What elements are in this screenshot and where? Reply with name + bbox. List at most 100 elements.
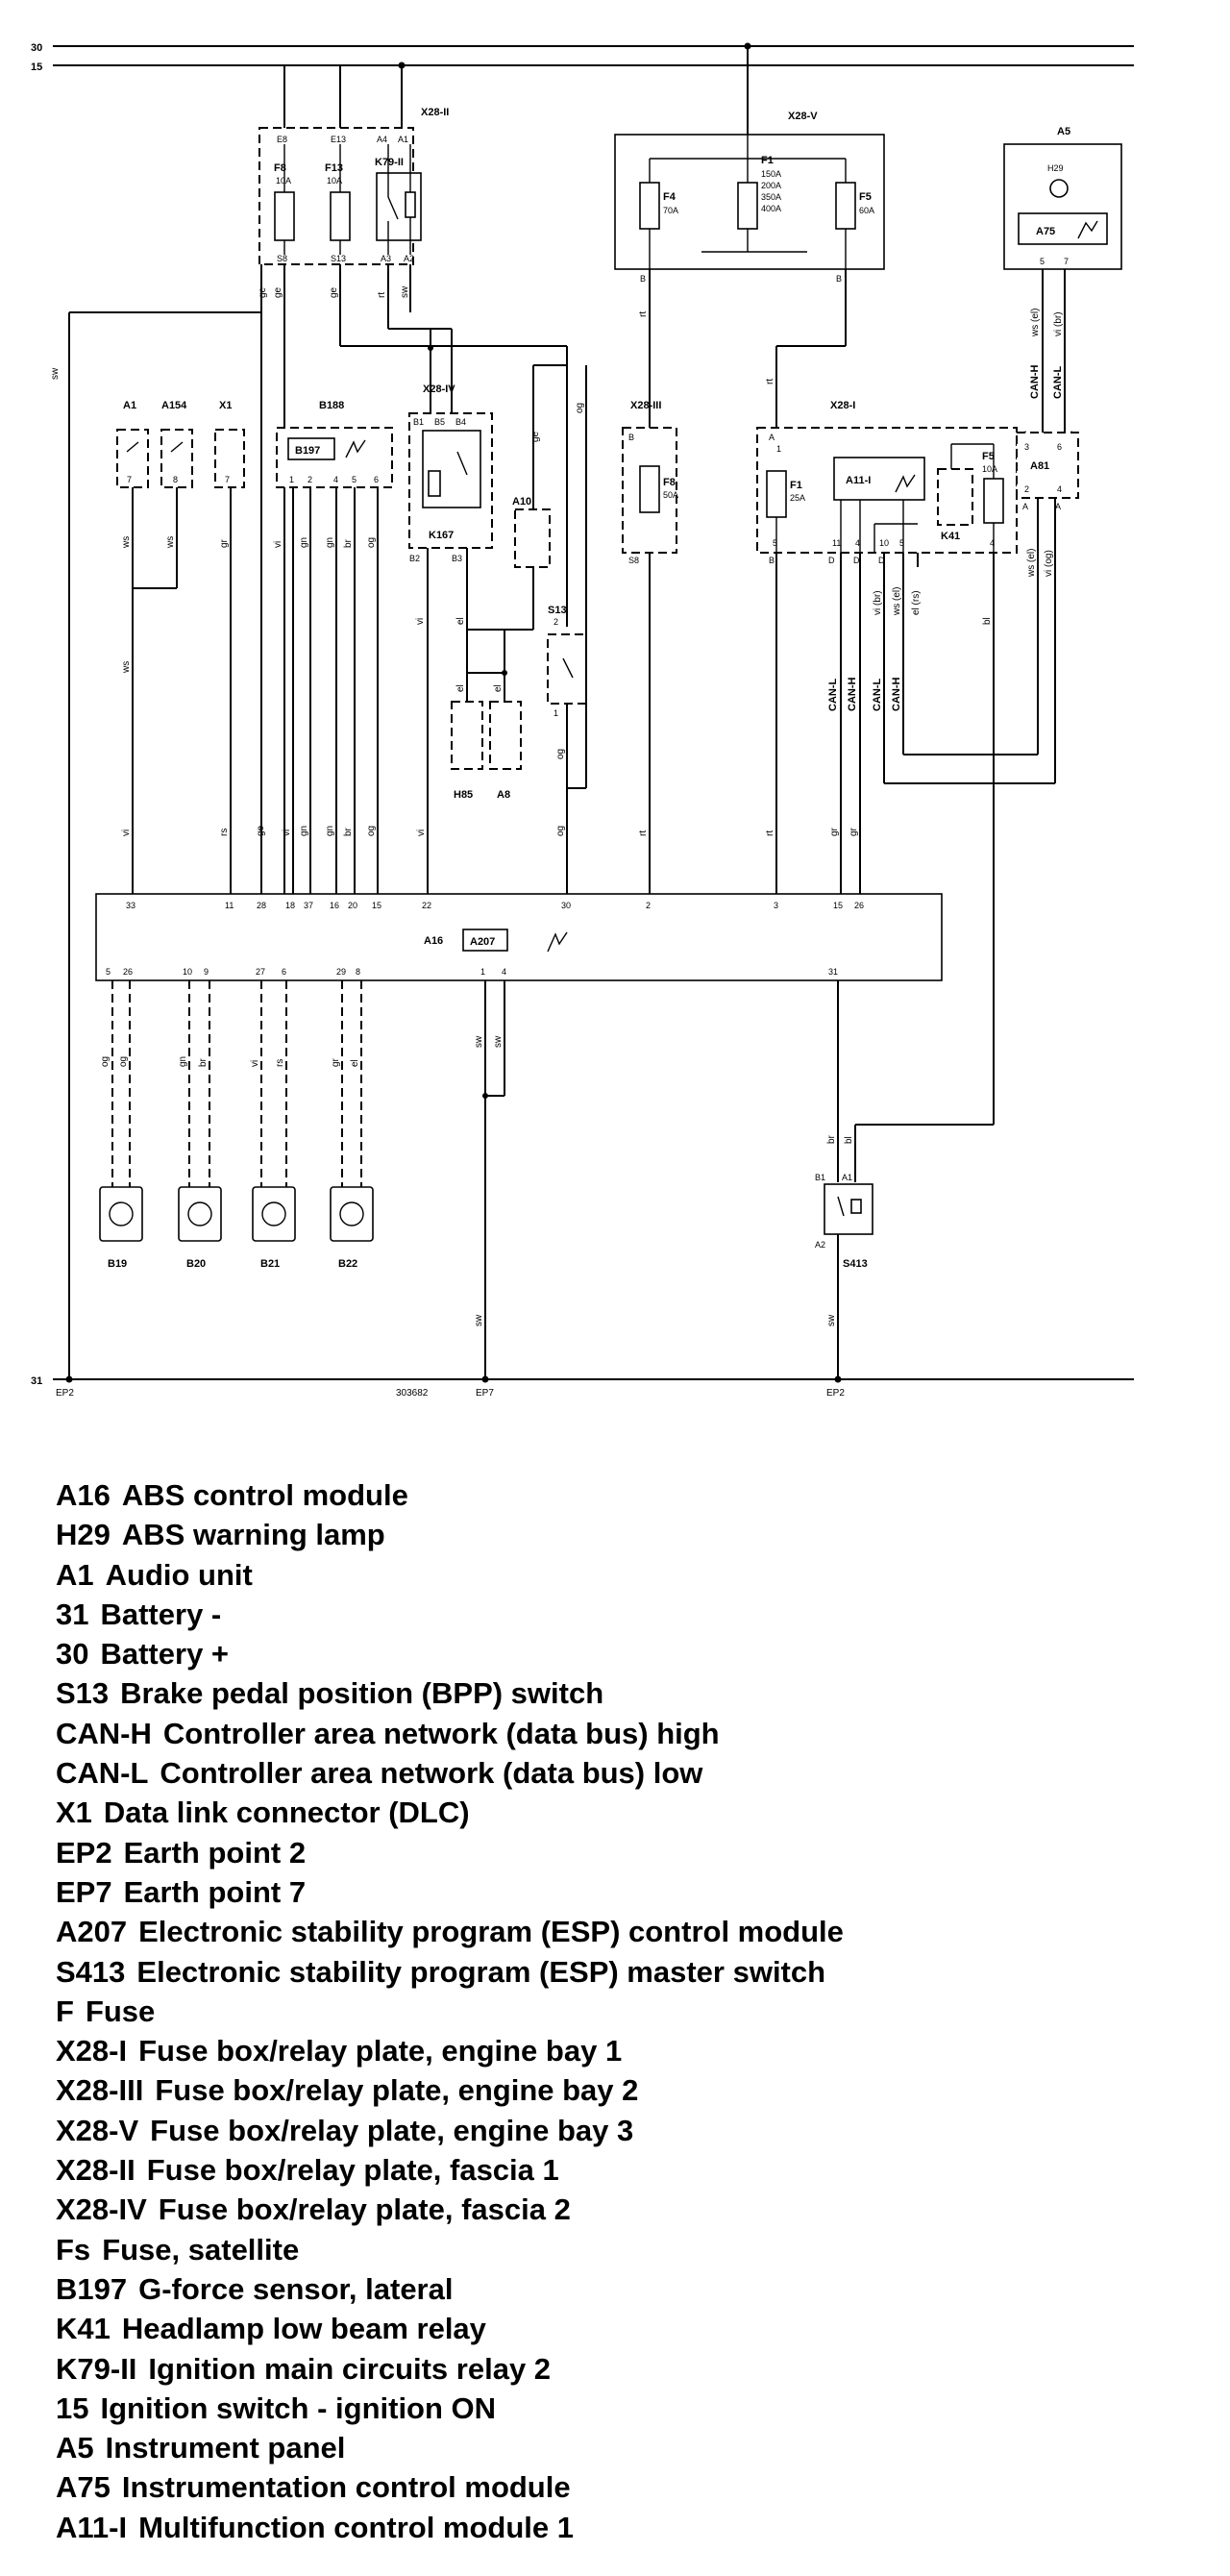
legend-code: X28-IV: [56, 2192, 147, 2227]
b20-label: B20: [186, 1258, 206, 1270]
s413-pin-b1: B1: [815, 1173, 825, 1182]
wire-label-br-b188: br: [343, 538, 354, 548]
b21-sensor-icon: [261, 1201, 286, 1226]
wire-label-gr-26: gr: [849, 827, 859, 836]
legend-description: Earth point 7: [123, 1874, 307, 1909]
legend-description: Fuse box/relay plate, engine bay 2: [155, 2073, 639, 2108]
a16-pin-22: 22: [422, 901, 431, 910]
ep2-left-label: EP2: [56, 1388, 74, 1399]
x28-ii-pin-e13: E13: [331, 135, 346, 144]
wire-label-og-s13: og: [575, 403, 585, 413]
legend-description: Data link connector (DLC): [103, 1796, 470, 1830]
legend-description: Fuse box/relay plate, fascia 2: [158, 2192, 571, 2227]
b19-label: B19: [108, 1258, 127, 1270]
a75-module-label: A75: [1036, 226, 1055, 237]
x28-ii-pin-s8: S8: [277, 254, 287, 263]
a16-pin-9: 9: [204, 967, 209, 977]
wiring-diagram: 30 15 31 EP2 303682 EP7 EP2 X28-II E8 E1…: [31, 42, 1134, 1399]
wire-label-sw-left: sw: [50, 367, 61, 380]
wire-label-gn-b188: gn: [299, 537, 309, 548]
x28-v-f1-label: F1: [761, 155, 774, 166]
b188-pin-5: 5: [352, 475, 357, 484]
wire-label-vi-33: vi: [121, 830, 132, 836]
x28-v-pin-b1: B: [640, 274, 646, 284]
wire-label-ge-2: ge: [273, 286, 283, 298]
a16-pin-18: 18: [285, 901, 295, 910]
legend-code: X28-V: [56, 2113, 139, 2147]
x28-i-f1-rating: 25A: [790, 493, 805, 503]
a81-module: ws (el) vi (br) CAN-H CAN-L A A 3 6 A81 …: [1016, 269, 1079, 578]
x28-i-pin-1: 1: [776, 444, 781, 454]
x28-i-fuse-f1: [766, 470, 787, 518]
legend-description: Instrument panel: [105, 2431, 346, 2465]
legend-code: K79-II: [56, 2351, 137, 2386]
wire-label-og-s13-2: og: [555, 749, 566, 759]
wire-label-ws-a154: ws: [165, 536, 176, 549]
wire-label-gr-15b: gr: [829, 827, 840, 836]
s13-brake-switch: S13 2 1 og og: [547, 365, 587, 894]
legend-description: ABS warning lamp: [121, 1518, 385, 1552]
a16-pin-30: 30: [561, 901, 571, 910]
a5-instrument-panel: A5 H29 A75 5 7: [1003, 126, 1122, 270]
x28-iv-title: X28-IV: [423, 384, 455, 395]
a16-pin-20: 20: [348, 901, 357, 910]
wire-label-ws-el: ws (el): [892, 587, 902, 616]
k167-label: K167: [429, 530, 454, 541]
rail-15: 15: [31, 62, 1134, 73]
x28-ii-pin-a2: A2: [404, 254, 414, 263]
drawing-reference: 303682: [396, 1388, 429, 1399]
legend-description: Electronic stability program (ESP) maste…: [136, 1954, 826, 1989]
b188-pin-4: 4: [333, 475, 338, 484]
wire-label-vi-k167: vi: [415, 618, 426, 625]
x28-ii-fuse-f8-rating: 10A: [276, 176, 291, 186]
a154-pin-8: 8: [173, 475, 178, 484]
x28-i-subpin-4b: 4: [990, 538, 995, 548]
x28-iii-fuse-f8: [639, 465, 660, 513]
a16-pin-8: 8: [356, 967, 360, 977]
wire-label-gn-37: gn: [299, 826, 309, 836]
wire-label-vi-b188: vi: [273, 541, 283, 548]
x28-i-subpin-11: 11: [832, 538, 841, 548]
legend-code: X28-II: [56, 2153, 135, 2188]
wire-label-vi-og-a81: vi (og): [1044, 550, 1054, 577]
ep7-label: EP7: [476, 1388, 494, 1399]
x28-i-pin-d2: D: [853, 556, 860, 565]
x28-ii-fuse-f13-rating: 10A: [327, 176, 342, 186]
wire-label-gn-16: gn: [325, 826, 335, 836]
wire-label-rt-x28i: rt: [765, 379, 775, 384]
x28-v-f4-label: F4: [663, 191, 676, 203]
a16-pin-4: 4: [502, 967, 506, 977]
a16-pin-2: 2: [646, 901, 651, 910]
a154-title: A154: [161, 400, 187, 411]
a81-pin-4: 4: [1057, 484, 1062, 494]
a8-title: A8: [497, 789, 510, 801]
b188-pin-6: 6: [374, 475, 379, 484]
legend-code: F: [56, 1994, 74, 2028]
wire-label-el-k167: el: [455, 617, 466, 625]
legend-code: EP7: [56, 1874, 112, 1909]
x28-i-f5-label: F5: [982, 451, 995, 462]
wire-label-vi-22: vi: [416, 830, 427, 836]
a16-pin-26: 26: [854, 901, 864, 910]
a75-module: [1018, 212, 1108, 245]
a1-pin-7: 7: [127, 475, 132, 484]
wire-label-canh-1: CAN-H: [847, 678, 858, 711]
a16-pin-37: 37: [304, 901, 313, 910]
legend-code: Fs: [56, 2232, 91, 2266]
a16-pin-29: 29: [336, 967, 346, 977]
x28-v-fuse-f5: [835, 182, 856, 230]
x28-ii-pin-e8: E8: [277, 135, 287, 144]
x28-i-pin-b: B: [769, 556, 775, 565]
x28-iii-fusebox: rt X28-III B F8 50A S8: [622, 269, 678, 565]
a16-pin-11: 11: [225, 901, 234, 910]
rail-15-label: 15: [31, 62, 42, 73]
s413-esp-switch: B1 A1 A2 S413: [815, 1173, 873, 1270]
wire-label-vi-b21: vi: [250, 1060, 260, 1067]
